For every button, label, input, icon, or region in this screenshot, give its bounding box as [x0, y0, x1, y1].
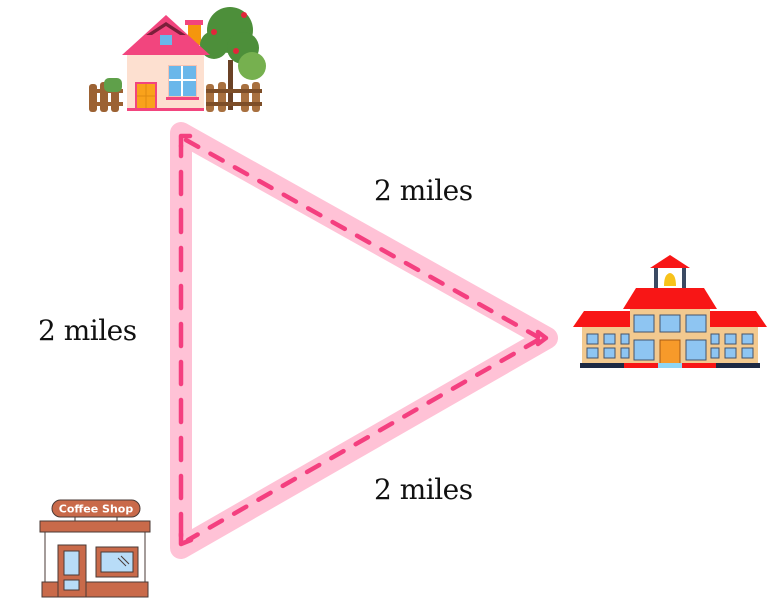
- coffee-shop-sign: Coffee Shop: [59, 503, 134, 516]
- distance-label-house-school: 2 miles: [374, 174, 473, 207]
- coffee-shop-icon: Coffee Shop: [39, 499, 151, 598]
- arrow-to-coffee-shop-icon: [178, 531, 194, 547]
- arrow-to-house-icon: [178, 133, 193, 149]
- arrow-to-school-icon: [535, 329, 549, 347]
- route-dashes: [178, 137, 541, 543]
- route-band: [170, 122, 558, 559]
- distance-label-coffee-house: 2 miles: [38, 314, 137, 347]
- school-icon: [573, 255, 767, 368]
- distance-label-school-coffee: 2 miles: [374, 473, 473, 506]
- house-icon: [89, 7, 266, 112]
